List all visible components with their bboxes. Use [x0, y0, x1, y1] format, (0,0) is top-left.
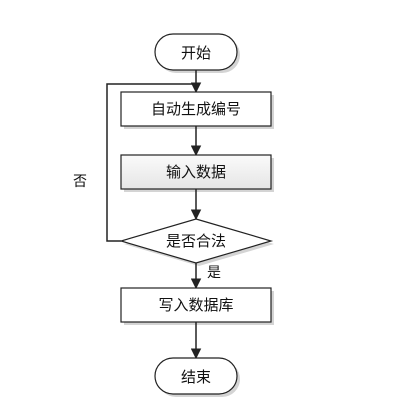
input-data-label: 输入数据	[166, 163, 226, 181]
start-node: 开始	[154, 33, 240, 73]
input-data-node: 输入数据	[120, 154, 274, 192]
write-data-node: 写入数据库	[120, 287, 274, 325]
no-loop-edge	[106, 83, 196, 242]
is-valid-decision: 是否合法	[118, 218, 274, 266]
is-valid-label: 是否合法	[166, 232, 226, 250]
yes-label: 是	[207, 265, 221, 281]
no-label: 否	[73, 174, 87, 190]
auto-number-node: 自动生成编号	[120, 91, 274, 129]
write-data-label: 写入数据库	[158, 296, 233, 314]
end-label: 结束	[181, 368, 211, 386]
auto-number-label: 自动生成编号	[151, 100, 241, 118]
start-label: 开始	[181, 44, 211, 62]
end-node: 结束	[154, 357, 240, 397]
